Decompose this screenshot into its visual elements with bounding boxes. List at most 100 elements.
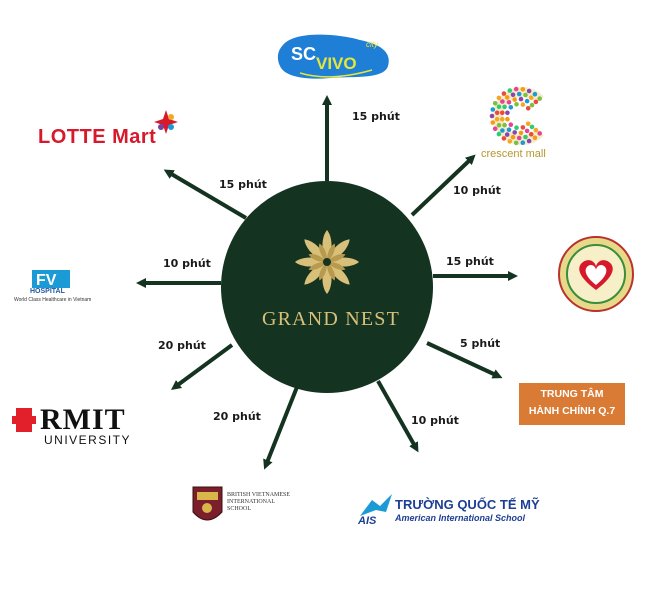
crescent-dot [529, 124, 535, 130]
crescent-dot [514, 125, 519, 130]
crescent-dot [520, 140, 526, 145]
arrow-lotte [163, 169, 248, 220]
rmit-university: UNIVERSITY [44, 433, 132, 447]
grand-nest-flower-icon [295, 230, 359, 294]
crescent-mall-text: crescent mall [481, 148, 546, 160]
lotte-star-icon [154, 110, 178, 134]
crescent-dot [520, 125, 526, 130]
crescent-dot [525, 106, 531, 111]
crescent-dot [532, 91, 538, 97]
crescent-dot [518, 96, 524, 102]
admin-center-line2: HÀNH CHÍNH Q.7 [528, 405, 616, 417]
crescent-dot [494, 110, 500, 116]
bvis-line3: SCHOOL [227, 506, 252, 512]
crescent-dot [520, 87, 526, 92]
crescent-dot [525, 121, 531, 126]
flower-inner-petal [308, 261, 327, 270]
time-label-fv: 10 phút [163, 257, 211, 270]
arrow-bvis [263, 386, 299, 470]
crescent-dot [492, 126, 498, 131]
time-label-rmit: 20 phút [158, 339, 206, 352]
crescent-dot [523, 134, 528, 140]
crescent-dot [492, 101, 498, 106]
crescent-dot [528, 132, 534, 137]
crescent-dot [516, 135, 522, 141]
crescent-mall-logo [489, 86, 544, 146]
flower-inner-petal [327, 254, 346, 263]
crescent-dot [514, 102, 519, 107]
crescent-dot [524, 128, 530, 134]
flower-inner-petal [319, 243, 328, 262]
crescent-dot [526, 138, 532, 144]
crescent-dot [501, 136, 507, 141]
lotte-mart-text: LOTTE Mart [38, 126, 157, 148]
crescent-dot [496, 104, 502, 110]
crescent-dot [528, 95, 534, 100]
crescent-dot [500, 99, 505, 104]
flower-inner-petal [319, 262, 328, 281]
crest-icon [192, 486, 223, 521]
arrow-crescent [410, 154, 476, 217]
crescent-dot [524, 98, 530, 104]
crescent-dot [537, 131, 542, 136]
crescent-dot [507, 139, 513, 144]
crescent-dot [533, 127, 539, 133]
svg-text:AIS: AIS [357, 515, 377, 527]
flower-petal [304, 239, 327, 262]
crescent-dot [504, 132, 510, 137]
crescent-dot [532, 135, 538, 141]
crescent-dot [520, 102, 526, 107]
arrow-ais [376, 380, 419, 453]
crescent-dot [506, 127, 512, 132]
flower-petal [327, 239, 350, 262]
crescent-dot [537, 96, 542, 101]
ais-name-en: American International School [395, 513, 526, 523]
crescent-dot [516, 91, 522, 97]
crescent-dot [505, 116, 510, 122]
ais-name-vi: TRƯỜNG QUỐC TẾ MỸ [395, 497, 540, 512]
crescent-dot [512, 97, 517, 102]
time-label-scvivo: 15 phút [352, 110, 400, 123]
scvivo-sc-text: SC [291, 44, 317, 64]
crescent-dot [526, 88, 532, 94]
crescent-dot [490, 120, 496, 125]
flower-inner-petal [327, 261, 346, 270]
fv-tagline: World Class Healthcare in Vietnam [14, 297, 92, 303]
crescent-dot [496, 131, 502, 137]
arrow-group [136, 95, 518, 470]
flower-inner-petal [308, 254, 327, 263]
crescent-dot [500, 110, 505, 116]
crescent-dot [512, 130, 517, 135]
time-label-lotte: 15 phút [219, 178, 267, 191]
admin-center-line1: TRUNG TÂM [540, 388, 604, 400]
crescent-dot [500, 116, 505, 122]
time-label-crescent: 10 phút [453, 184, 501, 197]
crescent-c-shape [493, 87, 544, 145]
crescent-dot [533, 99, 539, 105]
crescent-dot [504, 95, 510, 100]
crescent-dot [502, 104, 507, 110]
crescent-dot [500, 128, 505, 133]
flower-petal [327, 262, 350, 285]
crescent-dot [501, 91, 507, 96]
scvivo-swoosh-icon [299, 69, 373, 78]
svg-text:FV: FV [36, 272, 57, 289]
crescent-dot [494, 116, 500, 122]
scvivo-vivo-text: VIVO [316, 54, 357, 73]
scvivo-logo [277, 34, 389, 79]
time-label-trung-tam: 5 phút [460, 337, 501, 350]
fv-hospital-text: HOSPITAL [30, 288, 65, 295]
rmit-name: RMIT [40, 403, 126, 436]
crescent-dot [502, 122, 507, 128]
flower-inner-petal [326, 243, 335, 262]
crescent-dot [513, 140, 519, 146]
fv-logo: FV [32, 270, 70, 289]
crescent-dot [490, 107, 496, 112]
flower-inner-petal [326, 262, 335, 281]
crescent-dot [506, 100, 512, 105]
crescent-dot [505, 110, 510, 116]
crescent-dot [496, 122, 502, 128]
heart-seal-logo [558, 236, 634, 312]
arrow-trung-tam [426, 341, 503, 379]
time-label-ais: 10 phút [411, 414, 459, 427]
